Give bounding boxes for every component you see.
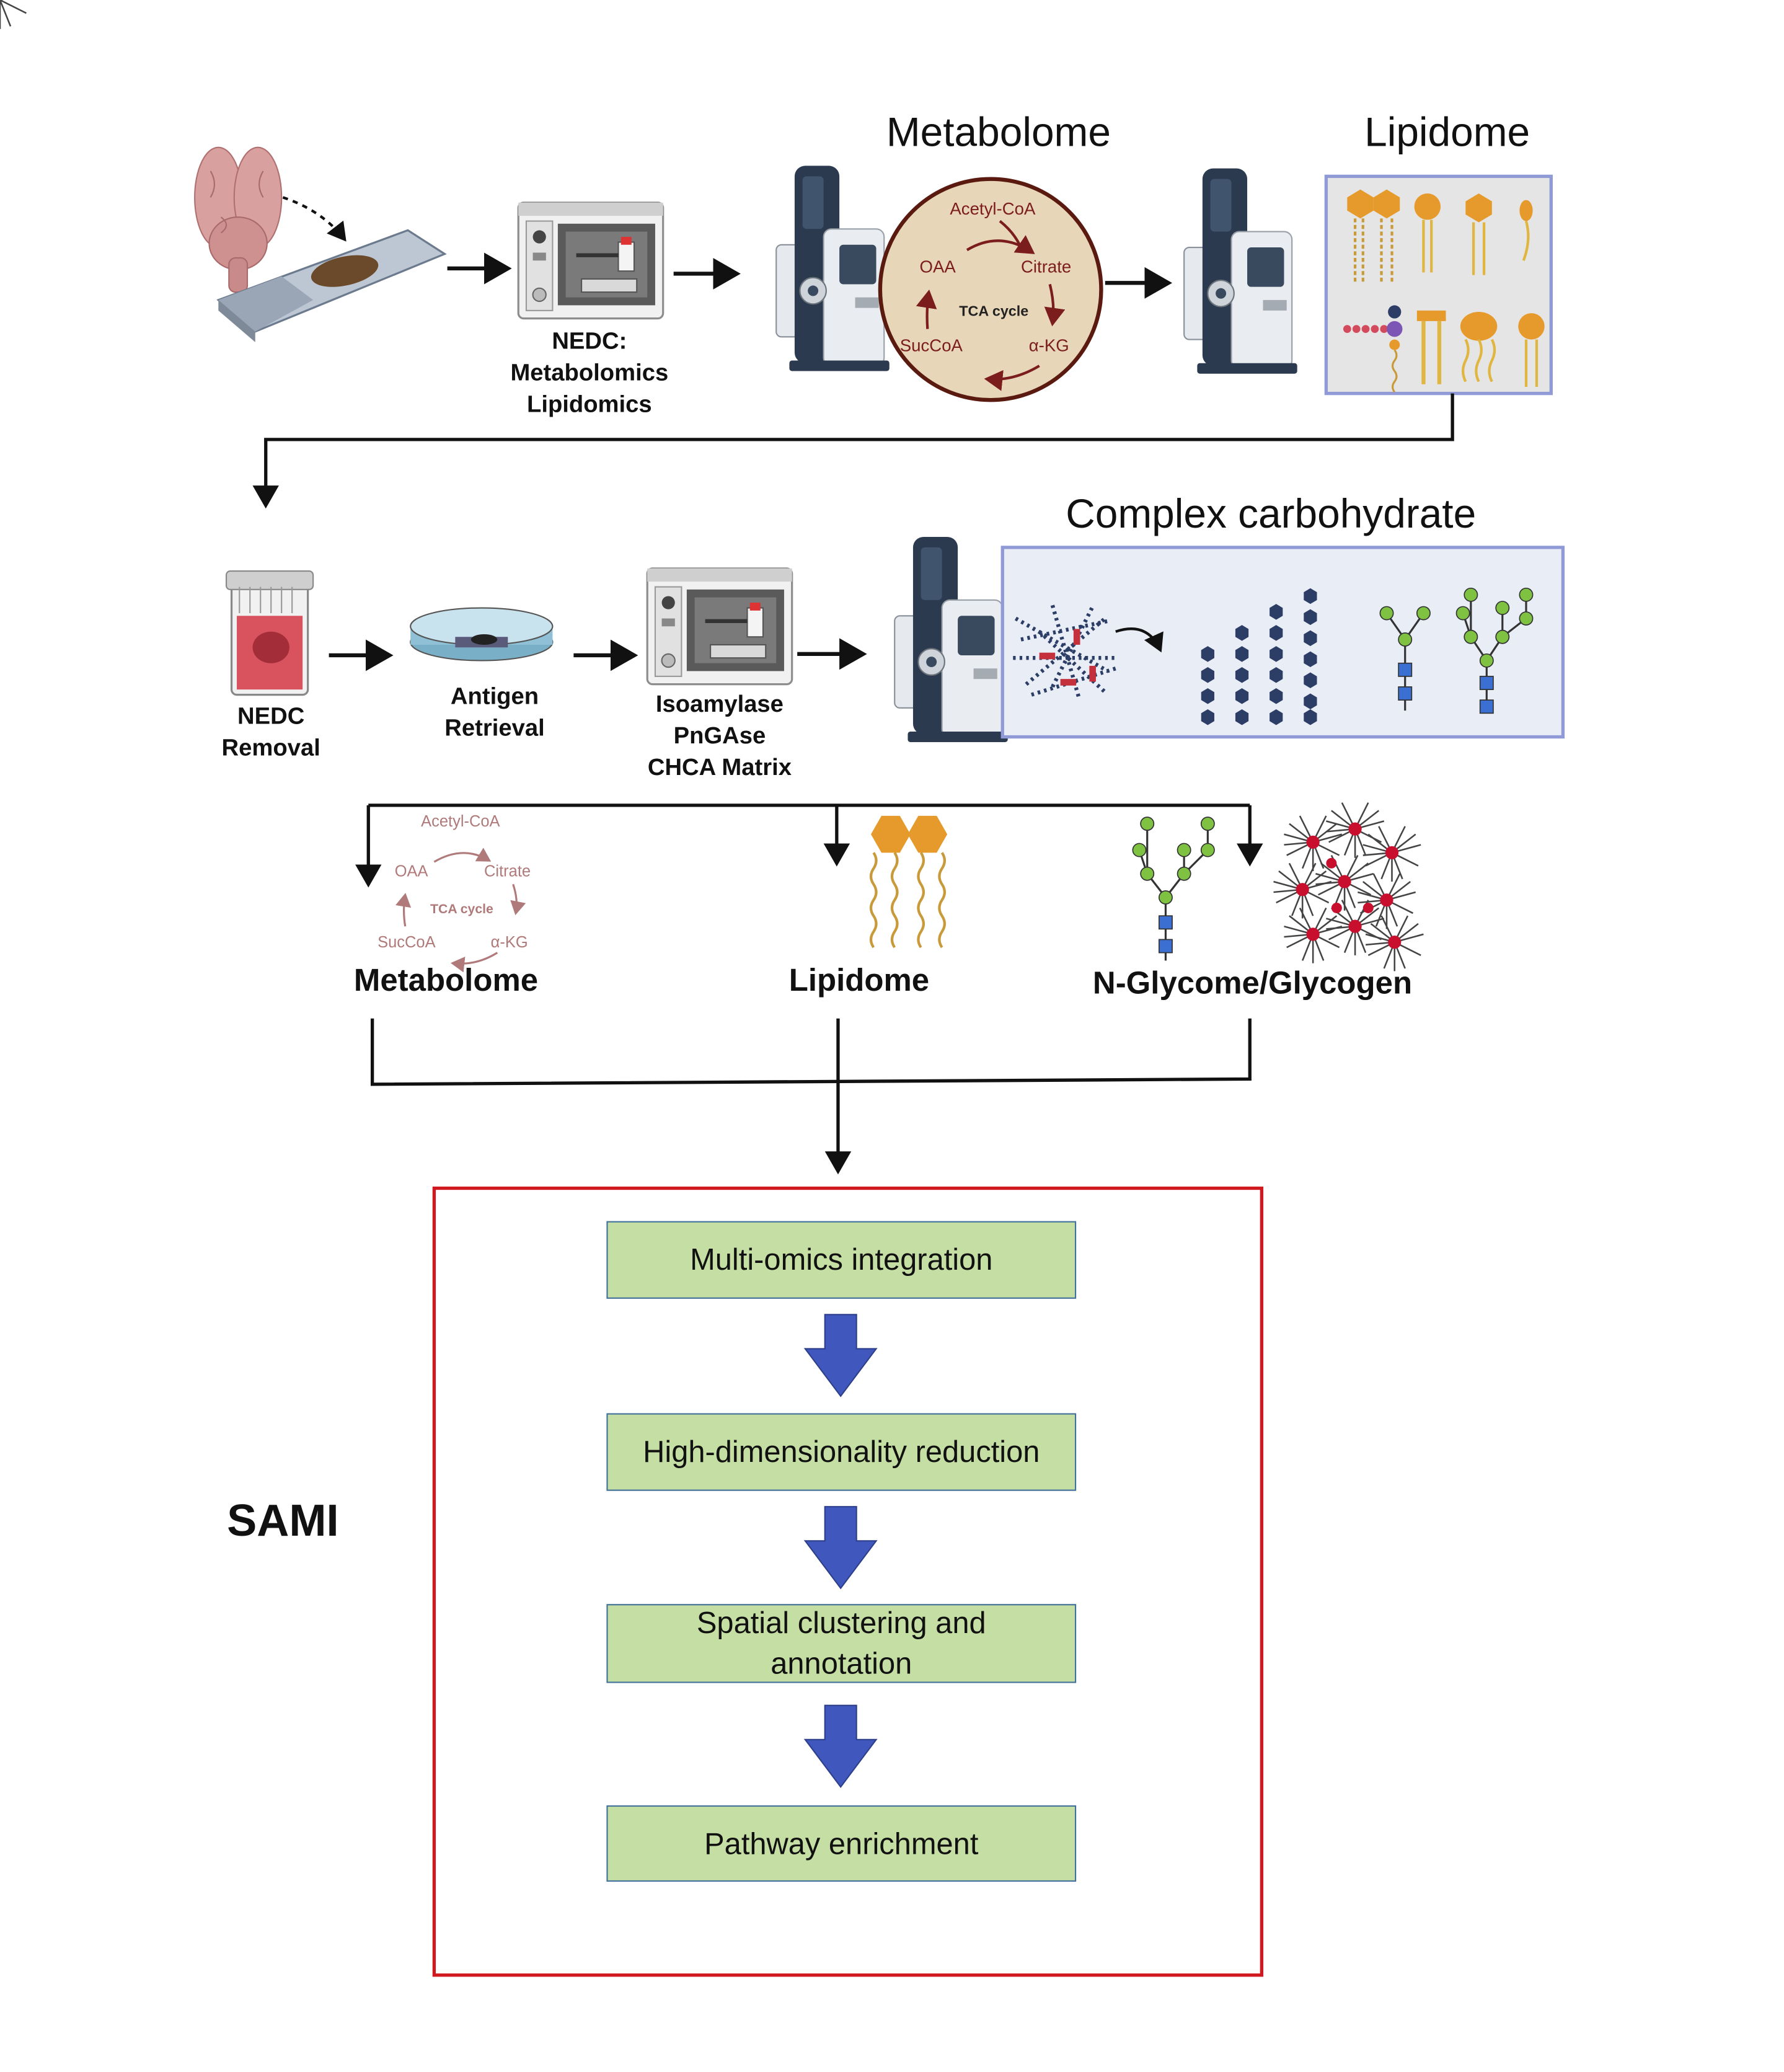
- tca-faded-succoa: SucCoA: [378, 932, 436, 952]
- sami-frame: [432, 1186, 1264, 1977]
- nedc-removal-label: NEDC Removal: [192, 700, 350, 763]
- glycogen-output-icon: [0, 0, 1424, 972]
- nedc-removal-line1: NEDC: [237, 702, 305, 729]
- complex-carbohydrate-title: Complex carbohydrate: [1066, 490, 1477, 537]
- nedc-sprayer: [647, 569, 792, 684]
- step-2-text: High-dimensionality reduction: [643, 1435, 1040, 1469]
- brain-illustration: [194, 146, 283, 293]
- enzymes-line3: CHCA Matrix: [647, 754, 792, 781]
- tca-akg: α-KG: [1028, 335, 1069, 356]
- merge-connectors: [370, 1018, 1252, 1175]
- transfer-arrow: [282, 196, 347, 242]
- tca-faded-citrate: Citrate: [484, 862, 531, 880]
- sami-label: SAMI: [227, 1496, 339, 1546]
- tca-faded-acetyl-coa: Acetyl-CoA: [421, 812, 500, 831]
- n-glycan-output-icon: [1132, 817, 1215, 961]
- mass-spectrometer: [775, 165, 890, 372]
- step-3-text-line1: Spatial clustering and: [696, 1605, 986, 1640]
- step-1-text: Multi-omics integration: [690, 1242, 993, 1277]
- complex-carbohydrate-panel: [1000, 546, 1565, 739]
- output-metabolome-label: Metabolome: [353, 963, 539, 999]
- tca-faded-center: TCA cycle: [430, 902, 493, 918]
- lipid-output-icon: [869, 815, 948, 949]
- petri-dish: [410, 607, 554, 662]
- antigen-retrieval-line1: Antigen: [450, 683, 539, 709]
- tissue-slide: [216, 229, 447, 342]
- antigen-retrieval-line2: Retrieval: [444, 714, 545, 741]
- output-glycome-label: N-Glycome/Glycogen: [1092, 965, 1413, 1002]
- step-pathway-enrichment: Pathway enrichment: [606, 1805, 1077, 1882]
- tca-acetyl-coa: Acetyl-CoA: [950, 198, 1036, 219]
- nedc-label-line2: Metabolomics: [510, 359, 669, 386]
- tca-cycle-diagram: [878, 177, 1103, 402]
- nedc-label-line1: NEDC:: [552, 327, 627, 354]
- branch-connectors: [355, 804, 1263, 888]
- metabolome-title: Metabolome: [886, 109, 1111, 156]
- nedc-sprayer: [518, 203, 663, 319]
- nedc-removal-jar: [225, 570, 314, 696]
- enzymes-line2: PnGAse: [673, 722, 766, 749]
- connector-arrow: [252, 393, 1454, 509]
- enzymes-label: Isoamylase PnGAse CHCA Matrix: [621, 688, 818, 783]
- step-dimensionality-reduction: High-dimensionality reduction: [606, 1413, 1077, 1491]
- nedc-label-line3: Lipidomics: [526, 391, 652, 417]
- step-3-text-line2: annotation: [771, 1646, 912, 1681]
- mass-spectrometer: [1183, 167, 1298, 374]
- lipidome-title: Lipidome: [1364, 109, 1530, 156]
- tca-faded-akg: α-KG: [490, 932, 528, 952]
- tca-succoa: SucCoA: [899, 335, 963, 356]
- mass-spectrometer: [894, 536, 1009, 743]
- tca-citrate: Citrate: [1020, 256, 1072, 277]
- enzymes-line1: Isoamylase: [655, 691, 784, 717]
- step-4-text: Pathway enrichment: [704, 1826, 979, 1861]
- lipidome-panel: [1324, 174, 1553, 396]
- nedc-removal-line2: Removal: [221, 734, 320, 761]
- tca-oaa: OAA: [919, 256, 956, 277]
- tca-cycle-faded: [395, 848, 526, 973]
- antigen-retrieval-label: Antigen Retrieval: [416, 680, 574, 743]
- nedc-label: NEDC: Metabolomics Lipidomics: [484, 325, 695, 420]
- step-spatial-clustering: Spatial clustering and annotation: [606, 1604, 1077, 1683]
- step-arrows: [803, 1314, 878, 1788]
- tca-faded-oaa: OAA: [394, 862, 428, 880]
- step-multi-omics-integration: Multi-omics integration: [606, 1221, 1077, 1299]
- output-lipidome-label: Lipidome: [788, 963, 930, 999]
- tca-center: TCA cycle: [959, 304, 1029, 320]
